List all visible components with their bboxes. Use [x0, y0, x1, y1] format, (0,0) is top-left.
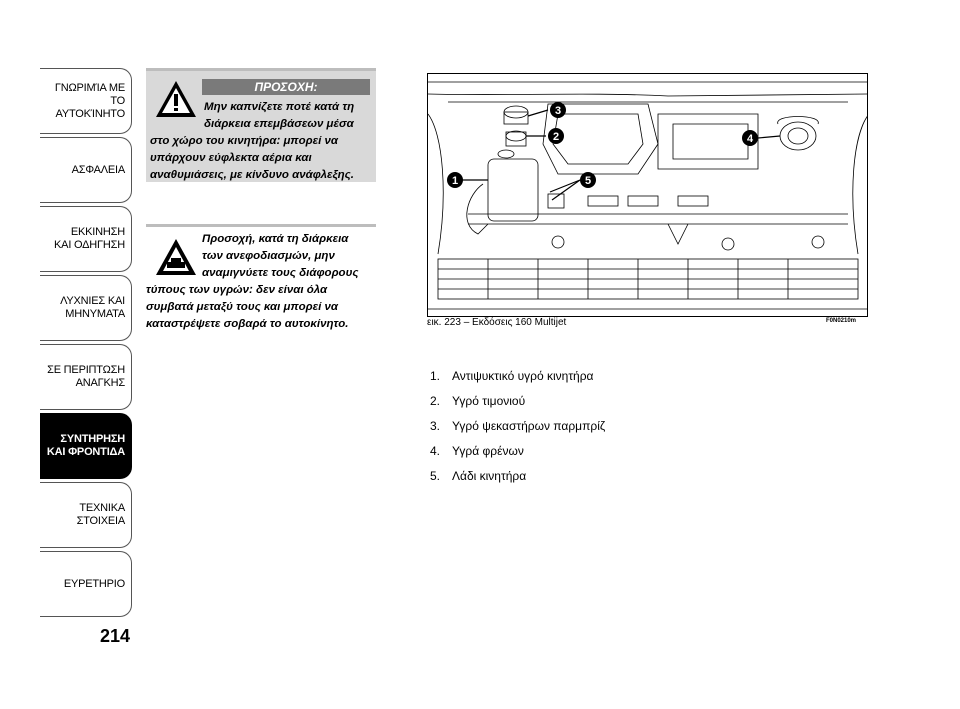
tab-label: ΓΝΩΡΙΜΊΑ ΜΕ	[54, 81, 125, 94]
tab-label: ΣΥΝΤΗΡΗΣΗ	[60, 433, 125, 445]
callout-3: 3	[555, 105, 561, 117]
tab-label: ΤΟ ΑΥΤΟΚΊΝΗΤΟ	[55, 94, 126, 120]
tab-label: ΣΤΟΙΧΕΙΑ	[76, 515, 126, 527]
tab-label: ΑΝΑΓΚΗΣ	[75, 377, 126, 389]
warning-box: ΠΡΟΣΟΧΗ: Μην καπνίζετε ποτέ κατά τη διάρ…	[146, 68, 376, 182]
caution-box: Προσοχή, κατά τη διάρκεια των ανεφοδιασμ…	[146, 224, 376, 330]
tab-label: ΛΥΧΝΙΕΣ ΚΑΙ	[60, 295, 125, 307]
caution-text: Προσοχή, κατά τη διάρκεια των ανεφοδιασμ…	[146, 233, 359, 330]
tab-maintenance-care[interactable]: ΣΥΝΤΗΡΗΣΗ ΚΑΙ ΦΡΟΝΤΙΔΑ	[40, 413, 132, 479]
tab-label: ΑΣΦΑΛΕΙΑ	[71, 163, 126, 176]
tab-label: ΚΑΙ ΟΔΗΓΗΣΗ	[54, 239, 125, 251]
tab-index[interactable]: ΕΥΡΕΤΗΡΙΟ	[40, 551, 132, 617]
tab-label: ΕΚΚΙΝΗΣΗ	[70, 226, 125, 238]
list-item: 3.Υγρό ψεκαστήρων παρμπρίζ	[430, 419, 606, 433]
figure-caption: εικ. 223 – Εκδόσεις 160 Multijet	[427, 317, 567, 328]
tab-label: ΜΗΝΥΜΑΤΑ	[65, 308, 125, 320]
callout-4: 4	[747, 133, 754, 145]
tab-safety[interactable]: ΑΣΦΑΛΕΙΑ	[40, 137, 132, 203]
tab-label: ΤΕΧΝΙΚΑ	[79, 502, 125, 514]
tab-getting-to-know[interactable]: ΓΝΩΡΙΜΊΑ ΜΕ ΤΟ ΑΥΤΟΚΊΝΗΤΟ	[40, 68, 132, 134]
callout-1: 1	[452, 175, 458, 187]
engine-bay-illustration: 1 2 3 4 5	[428, 81, 867, 310]
tab-label: ΕΥΡΕΤΗΡΙΟ	[63, 577, 125, 590]
tab-label: ΣΕ ΠΕΡΙΠΤΩΣΗ	[47, 364, 125, 376]
list-item: 2.Υγρό τιμονιού	[430, 394, 526, 408]
list-item: 5.Λάδι κινητήρα	[430, 469, 527, 483]
tab-starting-driving[interactable]: ΕΚΚΙΝΗΣΗ ΚΑΙ ΟΔΗΓΗΣΗ	[40, 206, 132, 272]
warning-header: ΠΡΟΣΟΧΗ:	[202, 79, 370, 95]
figure-code: F0N0210m	[826, 318, 857, 324]
tab-label: ΚΑΙ ΦΡΟΝΤΙΔΑ	[46, 446, 125, 458]
vehicle-caution-icon	[156, 239, 196, 275]
engine-bay-figure: 1 2 3 4 5	[427, 73, 868, 317]
warning-text: Μην καπνίζετε ποτέ κατά τη διάρκεια επεμ…	[150, 101, 355, 181]
callout-2: 2	[553, 131, 559, 143]
list-item: 4.Υγρά φρένων	[430, 444, 524, 458]
callout-5: 5	[585, 175, 591, 187]
tab-lights-messages[interactable]: ΛΥΧΝΙΕΣ ΚΑΙ ΜΗΝΥΜΑΤΑ	[40, 275, 132, 341]
list-item: 1.Αντιψυκτικό υγρό κινητήρα	[430, 369, 594, 383]
warning-triangle-icon	[156, 81, 196, 117]
tab-emergency[interactable]: ΣΕ ΠΕΡΙΠΤΩΣΗ ΑΝΑΓΚΗΣ	[40, 344, 132, 410]
legend-list: 1.Αντιψυκτικό υγρό κινητήρα 2.Υγρό τιμον…	[430, 368, 605, 493]
page-number: 214	[100, 626, 131, 646]
tab-technical-data[interactable]: ΤΕΧΝΙΚΑ ΣΤΟΙΧΕΙΑ	[40, 482, 132, 548]
